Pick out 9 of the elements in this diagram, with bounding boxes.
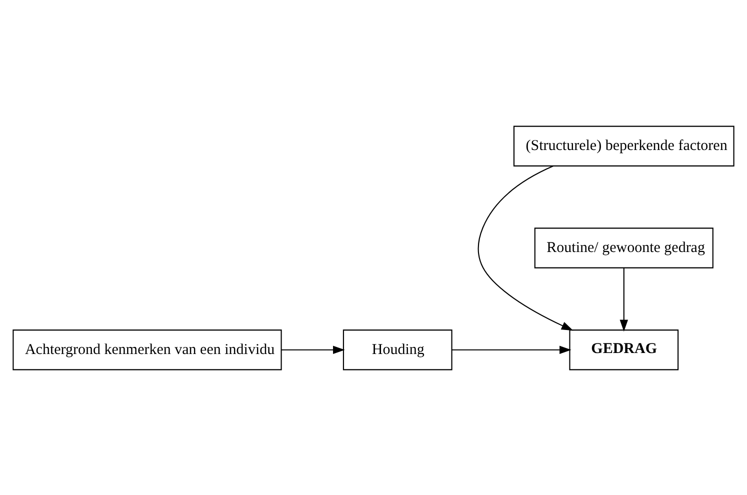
node-box: Routine/ gewoonte gedrag <box>534 227 714 268</box>
node-box: Houding <box>342 329 452 370</box>
node-box: (Structurele) beperkende factoren <box>513 125 734 166</box>
arrow <box>478 165 574 330</box>
node-box: Achtergrond kenmerken van een individu <box>12 329 282 370</box>
arrow <box>452 345 572 354</box>
node-box: GEDRAG <box>569 329 679 370</box>
arrow <box>620 267 628 332</box>
arrow <box>282 345 345 354</box>
